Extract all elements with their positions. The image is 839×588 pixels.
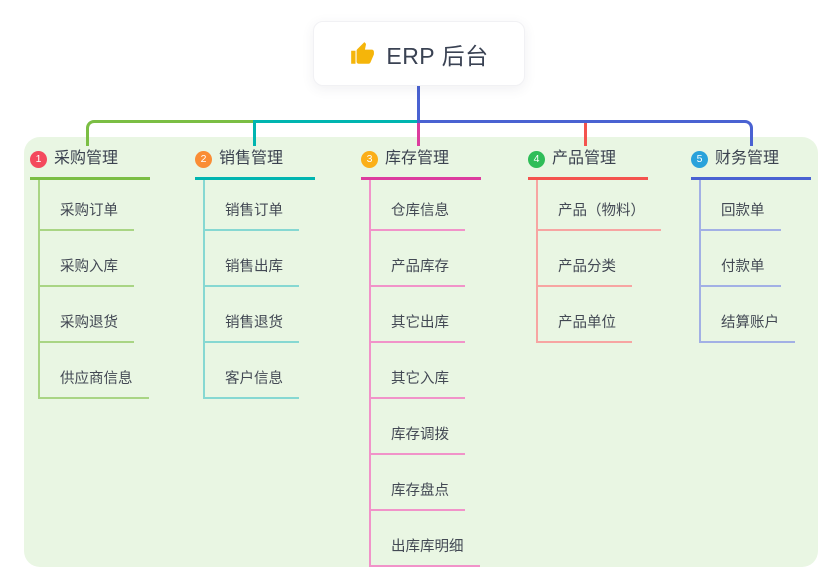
thumbs-up-icon xyxy=(351,41,375,64)
connector-branch2-elbow xyxy=(253,120,418,146)
node-product-unit[interactable]: 产品单位 xyxy=(538,314,632,343)
branch-product-children: 产品（物料） 产品分类 产品单位 xyxy=(536,180,661,343)
node-sales-return[interactable]: 销售退货 xyxy=(205,314,299,343)
node-purchase-return[interactable]: 采购退货 xyxy=(40,314,134,343)
node-payment-bill[interactable]: 付款单 xyxy=(701,258,781,287)
branch-inventory: 3 库存管理 仓库信息 产品库存 其它出库 其它入库 库存调拨 库存盘点 出库库… xyxy=(361,148,481,567)
node-stock-taking[interactable]: 库存盘点 xyxy=(371,482,465,511)
connector-branch4-drop xyxy=(584,123,587,146)
branch-number-badge: 3 xyxy=(361,150,378,168)
node-other-inbound[interactable]: 其它入库 xyxy=(371,370,465,399)
branch-product-header[interactable]: 4 产品管理 xyxy=(528,148,648,180)
branch-number-badge: 4 xyxy=(528,150,545,168)
branch-inventory-header[interactable]: 3 库存管理 xyxy=(361,148,481,180)
node-stock-transfer[interactable]: 库存调拨 xyxy=(371,426,465,455)
node-supplier-info[interactable]: 供应商信息 xyxy=(40,370,149,399)
branch-sales: 2 销售管理 销售订单 销售出库 销售退货 客户信息 xyxy=(195,148,315,399)
branch-finance-header[interactable]: 5 财务管理 xyxy=(691,148,811,180)
node-settlement-account[interactable]: 结算账户 xyxy=(701,314,795,343)
connector-root-vertical xyxy=(417,85,420,123)
node-customer-info[interactable]: 客户信息 xyxy=(205,370,299,399)
branch-number-badge: 1 xyxy=(30,150,47,168)
node-sales-outbound[interactable]: 销售出库 xyxy=(205,258,299,287)
branch-finance: 5 财务管理 回款单 付款单 结算账户 xyxy=(691,148,811,343)
node-outbound-detail[interactable]: 出库库明细 xyxy=(371,538,480,567)
node-warehouse-info[interactable]: 仓库信息 xyxy=(371,202,465,231)
branch-inventory-children: 仓库信息 产品库存 其它出库 其它入库 库存调拨 库存盘点 出库库明细 xyxy=(369,180,481,567)
node-purchase-inbound[interactable]: 采购入库 xyxy=(40,258,134,287)
node-purchase-order[interactable]: 采购订单 xyxy=(40,202,134,231)
node-product-stock[interactable]: 产品库存 xyxy=(371,258,465,287)
branch-sales-children: 销售订单 销售出库 销售退货 客户信息 xyxy=(203,180,315,399)
node-product-material[interactable]: 产品（物料） xyxy=(538,202,661,231)
branch-number-badge: 2 xyxy=(195,150,212,168)
connector-branch1-elbow xyxy=(86,120,254,146)
branch-label: 产品管理 xyxy=(552,150,617,167)
branch-label: 采购管理 xyxy=(54,150,119,167)
branch-product: 4 产品管理 产品（物料） 产品分类 产品单位 xyxy=(528,148,661,343)
branch-label: 库存管理 xyxy=(385,150,450,167)
node-receipt-bill[interactable]: 回款单 xyxy=(701,202,781,231)
root-node[interactable]: ERP 后台 xyxy=(313,21,525,86)
connector-branch3-drop xyxy=(417,123,420,146)
branch-purchase-header[interactable]: 1 采购管理 xyxy=(30,148,150,180)
branch-sales-header[interactable]: 2 销售管理 xyxy=(195,148,315,180)
node-sales-order[interactable]: 销售订单 xyxy=(205,202,299,231)
branch-purchase: 1 采购管理 采购订单 采购入库 采购退货 供应商信息 xyxy=(30,148,150,399)
branch-label: 财务管理 xyxy=(715,150,780,167)
node-other-outbound[interactable]: 其它出库 xyxy=(371,314,465,343)
root-label: ERP 后台 xyxy=(386,42,489,69)
branch-purchase-children: 采购订单 采购入库 采购退货 供应商信息 xyxy=(38,180,150,399)
node-product-category[interactable]: 产品分类 xyxy=(538,258,632,287)
branches-panel xyxy=(24,137,818,567)
connector-branch5-elbow xyxy=(417,120,753,146)
branch-finance-children: 回款单 付款单 结算账户 xyxy=(699,180,811,343)
branch-label: 销售管理 xyxy=(219,150,284,167)
branch-number-badge: 5 xyxy=(691,150,708,168)
